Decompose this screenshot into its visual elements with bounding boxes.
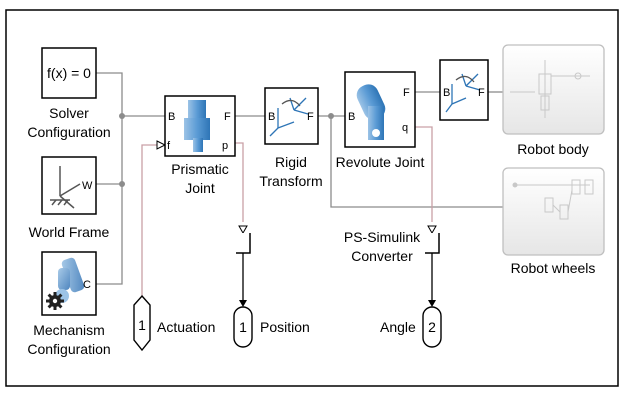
mechanism-label-line2: Configuration: [27, 341, 111, 357]
ps-simulink-converter-position[interactable]: [236, 233, 251, 254]
rigid-port-f: F: [307, 111, 314, 123]
angle-label: Angle: [380, 319, 416, 335]
revolute-port-b: B: [348, 111, 355, 123]
revolute-joint-icon: [356, 84, 386, 140]
transform-frames-icon-2: [445, 73, 481, 113]
ps-simulink-label-line1: PS-Simulink: [343, 229, 421, 245]
robot-body-label: Robot body: [517, 141, 589, 157]
robot-wheels-label: Robot wheels: [510, 260, 596, 276]
prismatic-port-p: p: [222, 140, 228, 152]
ps-simulink-label-line2: Converter: [351, 248, 413, 264]
mechanism-configuration-block[interactable]: C: [41, 251, 97, 316]
rigid-transform-label-line1: Rigid: [275, 154, 307, 170]
world-frame-label: World Frame: [28, 224, 110, 240]
world-frame-block[interactable]: W: [41, 156, 97, 215]
ps-simulink-converter-angle[interactable]: [425, 233, 440, 254]
mechanism-port-c: C: [83, 279, 91, 291]
prismatic-label-line2: Joint: [185, 180, 215, 196]
position-outport[interactable]: 1: [233, 306, 253, 348]
prismatic-port-b: B: [168, 111, 175, 123]
transform-block-2[interactable]: B F: [439, 59, 489, 121]
solver-label-line1: Solver: [49, 105, 89, 121]
prismatic-port-f: F: [224, 111, 231, 123]
junction-dots: [119, 113, 334, 187]
robot-wheels-preview-icon: [512, 179, 594, 220]
arrow-heads: [156, 140, 437, 307]
rigid-transform-block[interactable]: B F: [264, 87, 319, 145]
transform2-port-f: F: [478, 87, 485, 99]
rigid-port-b: B: [268, 111, 275, 123]
solver-icon-text: f(x) = 0: [47, 65, 91, 81]
rigid-transform-label-line2: Transform: [259, 173, 323, 189]
angle-port-number: 2: [428, 319, 436, 335]
mechanism-label-line1: Mechanism: [33, 322, 105, 338]
gear-icon: [46, 292, 64, 310]
actuation-port-number: 1: [138, 317, 146, 333]
revolute-port-q: q: [402, 122, 408, 134]
revolute-port-f: F: [403, 87, 410, 99]
prismatic-port-input-f: f: [167, 140, 171, 152]
actuation-inport[interactable]: 1: [133, 294, 151, 352]
robot-wheels-subsystem[interactable]: [502, 167, 605, 256]
transform-frames-icon: [269, 97, 309, 137]
position-label: Position: [260, 319, 310, 335]
solver-configuration-block[interactable]: f(x) = 0: [41, 47, 97, 99]
prismatic-joint-icon: [184, 100, 210, 152]
position-port-number: 1: [239, 319, 247, 335]
angle-outport[interactable]: 2: [422, 306, 442, 348]
world-port-w: W: [82, 180, 93, 192]
revolute-joint-block[interactable]: B F q: [344, 71, 416, 148]
canvas-border: [5, 9, 619, 387]
robot-body-preview-icon: [510, 60, 590, 118]
connection-lines: [96, 72, 503, 313]
transform2-port-b: B: [443, 87, 450, 99]
solver-label-line2: Configuration: [27, 124, 111, 140]
world-frame-icon: [50, 166, 81, 209]
revolute-joint-label: Revolute Joint: [335, 154, 425, 170]
robot-body-subsystem[interactable]: [502, 44, 605, 135]
prismatic-label-line1: Prismatic: [171, 161, 229, 177]
actuation-label: Actuation: [157, 319, 216, 335]
prismatic-joint-block[interactable]: B F f p: [164, 95, 236, 157]
